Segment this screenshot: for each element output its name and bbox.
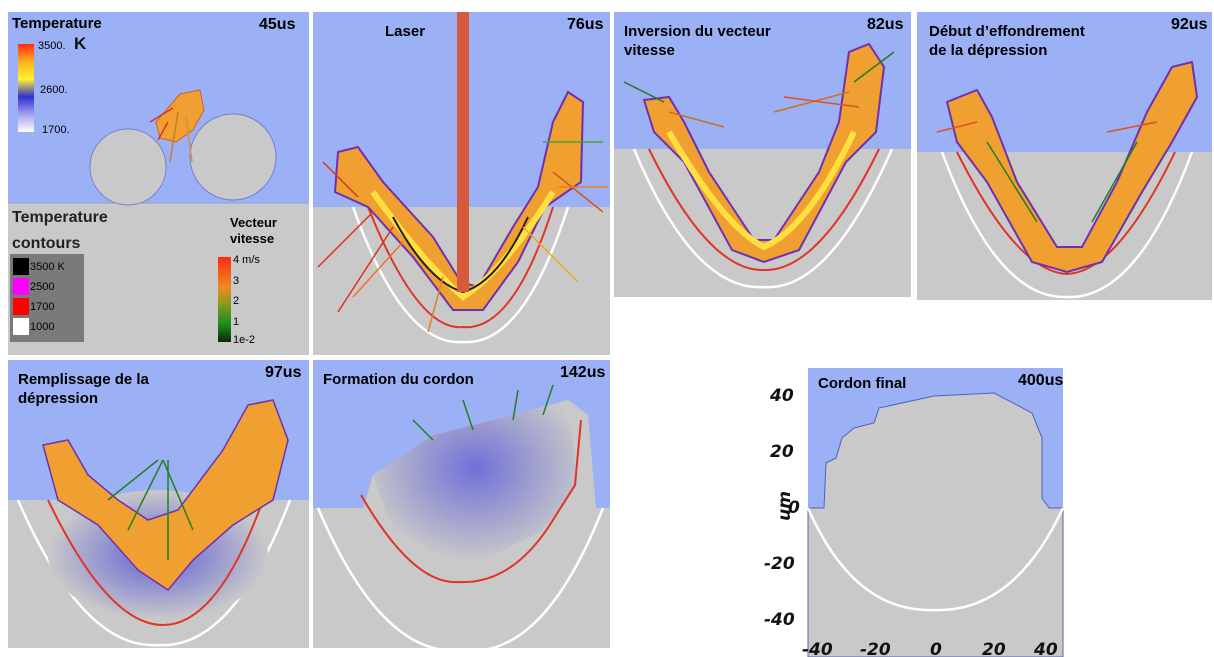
velocity-title: Vecteur vitesse: [230, 215, 277, 246]
panel-400us-figure: [806, 368, 1065, 657]
panel-97us: Remplissage de la dépression 97us: [8, 360, 309, 648]
panel-45us: Temperature 45us 3500. K 2600. 1700. Tem…: [8, 12, 309, 355]
panel-142us: Formation du cordon 142us: [313, 360, 610, 648]
temp-scale-mid: 2600.: [40, 84, 68, 96]
temp-scale-min: 1700.: [42, 124, 70, 136]
panel-76us: Laser 76us: [313, 12, 610, 355]
temp-scale-max: 3500.: [38, 40, 66, 52]
contour-label: 3500 K: [30, 261, 65, 273]
temp-scale-unit: K: [74, 34, 87, 53]
y-axis-label: um: [774, 491, 795, 521]
x-tick: -20: [860, 640, 891, 657]
panel-time: 45us: [259, 16, 296, 33]
velocity-tick: 3: [233, 275, 240, 287]
y-tick: 20: [770, 442, 794, 462]
panel-time: 92us: [1171, 16, 1208, 33]
panel-76us-figure: [313, 12, 610, 355]
panel-title: Début d’effondrement de la dépression: [929, 23, 1085, 59]
contour-label: 1700: [30, 301, 55, 313]
y-tick: 0: [788, 498, 800, 518]
panel-92us-figure: [917, 12, 1212, 300]
y-tick: -20: [764, 554, 795, 574]
panel-time: 82us: [867, 16, 904, 33]
contour-label: 2500: [30, 281, 55, 293]
velocity-tick: 1: [233, 316, 240, 328]
panel-97us-figure: [8, 360, 309, 648]
panel-title: Laser: [385, 23, 426, 40]
velocity-tick: 4 m/s: [233, 254, 260, 266]
panel-92us: Début d’effondrement de la dépression 92…: [917, 12, 1212, 300]
panel-title: Cordon final: [818, 375, 907, 392]
y-tick: 40: [770, 386, 794, 406]
contours-title: Temperature contours: [12, 209, 108, 252]
panel-title: Temperature: [12, 15, 102, 32]
panel-time: 400us: [1018, 372, 1064, 389]
panel-82us: Inversion du vecteur vitesse 82us: [614, 12, 911, 297]
panel-title: Formation du cordon: [323, 371, 474, 388]
panel-title: Inversion du vecteur vitesse: [624, 23, 771, 59]
velocity-tick: 1e-2: [233, 334, 256, 346]
x-tick: 20: [982, 640, 1006, 657]
panel-time: 76us: [567, 16, 604, 33]
x-tick: 0: [930, 640, 942, 657]
panel-title: Remplissage de la dépression: [18, 371, 149, 407]
y-tick: -40: [764, 610, 795, 630]
panel-time: 142us: [560, 364, 606, 381]
panel-time: 97us: [265, 364, 302, 381]
velocity-tick: 2: [233, 295, 240, 307]
contour-label: 1000: [30, 321, 55, 333]
x-tick: -40: [802, 640, 833, 657]
panel-142us-figure: [313, 360, 610, 648]
panel-400us: Cordon final 400us 40 20 0 -20 -40 um -4…: [764, 368, 1074, 657]
panel-45us-figure: [8, 12, 309, 355]
x-tick: 40: [1034, 640, 1058, 657]
panel-82us-figure: [614, 12, 911, 297]
